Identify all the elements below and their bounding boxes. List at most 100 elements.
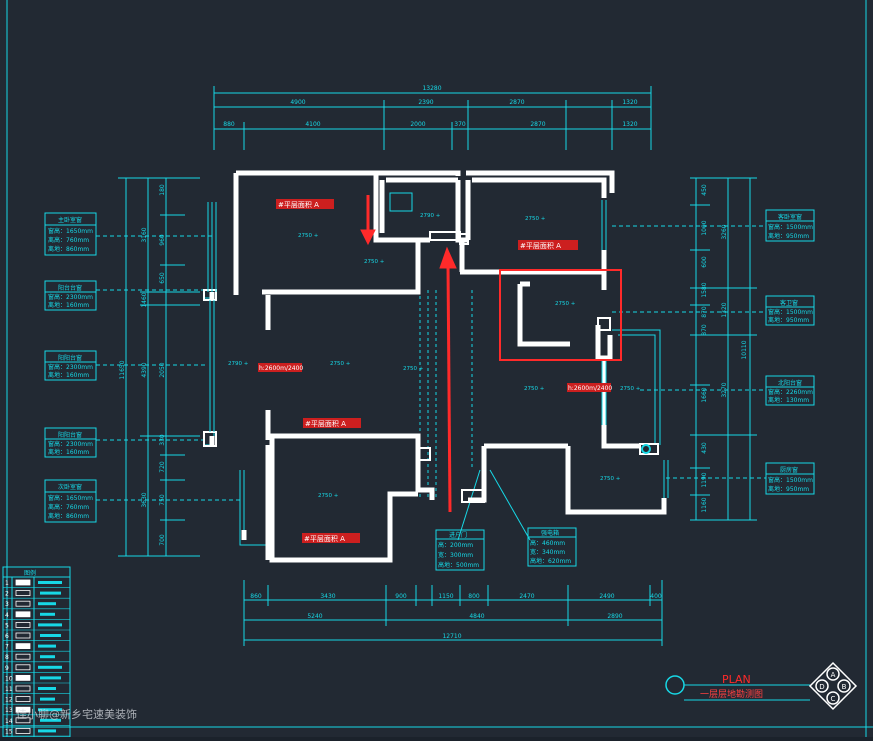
spec-line: 离地：160mm	[48, 448, 89, 456]
dim-text: 2870	[509, 99, 524, 106]
dim-text: 11650	[119, 360, 126, 379]
dim-text: 330	[159, 434, 166, 446]
legend-row-number: 6	[5, 633, 9, 640]
dim-text: 870	[701, 324, 708, 336]
legend-symbol-icon	[15, 611, 31, 618]
room-label: #平层面积 A	[305, 419, 346, 428]
dim-text: 370	[454, 121, 466, 128]
dim-text: 1320	[721, 302, 728, 317]
spec-line: 窗高：2300mm	[48, 293, 93, 301]
spec-line: 离地：950mm	[768, 232, 809, 240]
dims-top: 13280 4900 2390 2870 1320 880 4100 2000 …	[223, 85, 638, 128]
dim-text: 1320	[622, 99, 637, 106]
plan-circle-icon	[665, 675, 685, 695]
dim-text: 13280	[422, 85, 441, 92]
spec-title: 客卫窗	[780, 299, 798, 307]
dim-text: 180	[159, 184, 166, 196]
svg-text:D: D	[819, 683, 824, 691]
room-label-bg	[276, 199, 334, 209]
dim-text: 870	[701, 306, 708, 318]
svg-text:A: A	[831, 671, 836, 679]
legend-row-number: 8	[5, 654, 9, 661]
dim-text: 1150	[438, 593, 453, 600]
legend-symbol-icon	[15, 643, 31, 649]
legend-title: 图例	[24, 569, 36, 577]
dim-text: 10110	[741, 340, 748, 359]
svg-text:C: C	[831, 695, 836, 703]
level-mark: 2750 +	[524, 386, 545, 392]
spec-title: 进户门	[449, 531, 467, 539]
legend-symbol-icon	[15, 728, 31, 734]
legend-row-number: 15	[5, 728, 13, 735]
dim-text: 2870	[530, 121, 545, 128]
spec-line: 离地：860mm	[48, 512, 89, 520]
arrow-up-shaft	[446, 264, 452, 513]
floor-plan-walls	[209, 170, 667, 563]
legend-row-number: 13	[5, 707, 13, 714]
spec-title: 厨房窗	[780, 466, 798, 474]
dim-text: 4840	[469, 613, 484, 620]
spec-line: 窗高：1500mm	[768, 308, 813, 316]
dim-text: 430	[701, 442, 708, 454]
plan-title-cn: 一层层地勘测图	[700, 688, 763, 700]
level-mark: 2790 +	[420, 213, 441, 219]
dim-text: 1000	[701, 220, 708, 235]
spec-title: 客卧室窗	[778, 213, 802, 221]
legend-row-number: 14	[5, 718, 13, 725]
spec-title: 阳阳台窗	[58, 431, 82, 439]
legend-description	[38, 644, 56, 648]
dim-text: 1320	[622, 121, 637, 128]
dim-text: 750	[159, 494, 166, 506]
dim-text: 600	[701, 256, 708, 268]
legend-symbol-icon	[15, 664, 31, 671]
spec-line: 离地：860mm	[48, 245, 89, 253]
spec-title: 北阳台窗	[778, 379, 802, 387]
highlight-box	[499, 269, 622, 361]
spec-line: 宽：300mm	[438, 551, 473, 559]
dim-text: 2050	[159, 362, 166, 377]
legend-description	[40, 634, 61, 637]
dim-text: 5240	[307, 613, 322, 620]
legend-description	[40, 718, 61, 722]
level-mark: 2750 +	[318, 493, 339, 499]
dim-text: 2390	[418, 99, 433, 106]
level-mark: 2750 +	[330, 361, 351, 367]
legend-description	[38, 708, 62, 712]
spec-line: 窗高：1500mm	[768, 223, 813, 231]
arrow-up-icon	[439, 246, 457, 269]
dim-text: 3160	[141, 227, 148, 242]
window-spec-text-left: 主卧室窗 窗高：1650mm 离高：760mm 离地：860mm 阳台台窗 窗高…	[48, 216, 93, 520]
spec-title: 强电箱	[541, 529, 559, 537]
spec-line: 窗高：1650mm	[48, 227, 93, 235]
plan-title-en: PLAN	[722, 673, 751, 686]
level-mark: 2750 +	[364, 259, 385, 265]
dim-text: 12710	[442, 633, 461, 640]
legend-row-number: 10	[5, 675, 13, 682]
legend-row-number: 3	[5, 601, 9, 608]
legend-description	[38, 665, 62, 669]
spec-line: 高地：500mm	[438, 561, 479, 569]
legend-symbol-icon	[15, 675, 31, 681]
legend-symbol-icon	[15, 590, 31, 596]
svg-text:B: B	[842, 683, 847, 691]
dim-text: 650	[159, 272, 166, 284]
room-label-bg	[303, 418, 361, 428]
window-glazing	[207, 192, 669, 530]
level-mark: 2750 +	[525, 216, 546, 222]
legend-description	[40, 655, 55, 659]
legend-row-number: 11	[5, 686, 13, 693]
beam-label: h:2600m/2400	[259, 365, 303, 372]
dims-left: 11650 3160 1460 4390 3630 180 960 650 20…	[119, 184, 166, 546]
compass-icon	[808, 661, 858, 711]
dim-text: 1190	[701, 472, 708, 487]
dim-text: 960	[159, 234, 166, 246]
level-mark: 2750 +	[298, 233, 319, 239]
spec-title: 阳阳台窗	[58, 354, 82, 362]
dim-text: 2470	[519, 593, 534, 600]
door-spec-text: 进户门 高：200mm 宽：300mm 高地：500mm 强电箱 高：460mm…	[438, 529, 571, 569]
legend-description	[38, 581, 62, 584]
room-labels: #平层面积 A #平层面积 A #平层面积 A #平层面积 A	[276, 199, 578, 543]
